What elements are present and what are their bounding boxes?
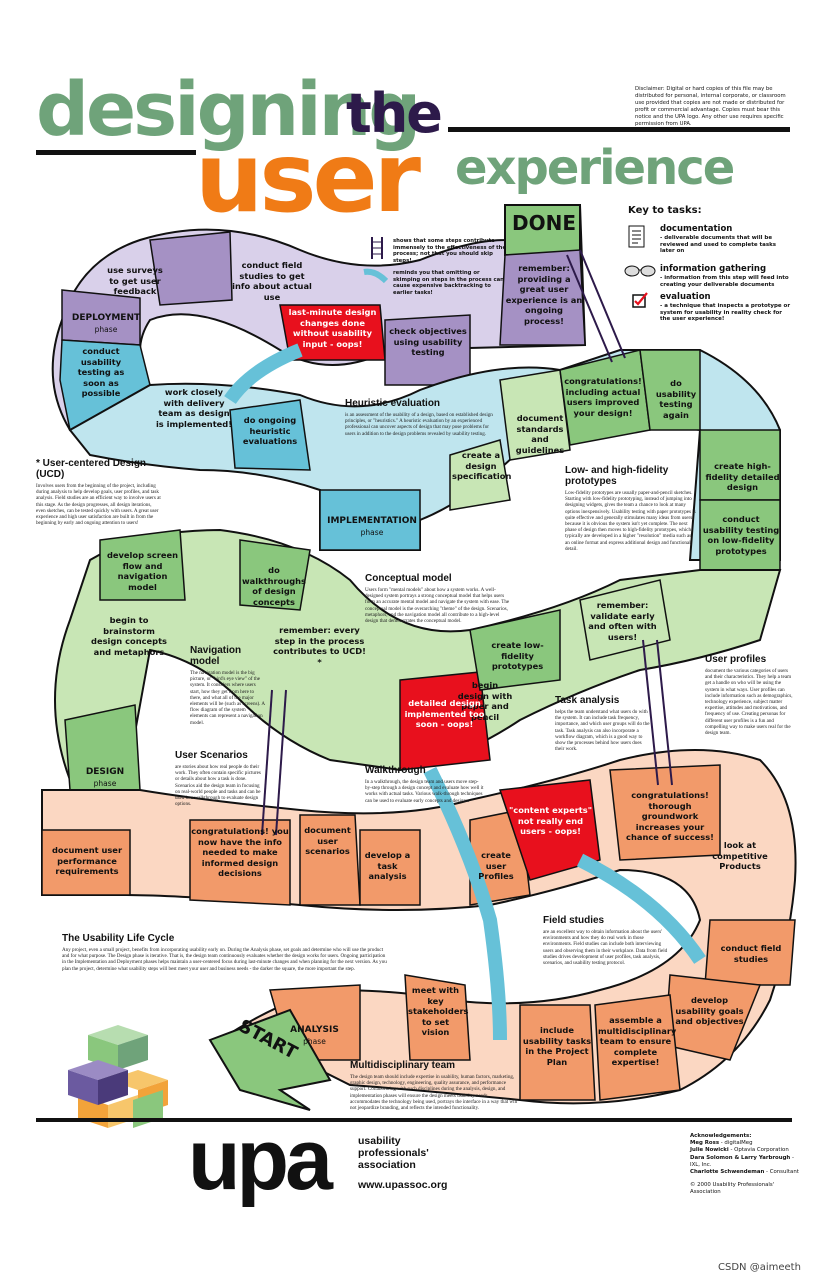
square-usability-testing-soon: conduct usability testing as soon as pos… [77, 346, 125, 398]
square-usability-goals: develop usability goals and objectives [675, 995, 744, 1026]
square-every-step: remember: every step in the process cont… [273, 625, 366, 667]
square-check-objectives: check objectives using usability testing [389, 326, 467, 357]
square-heuristic-evaluations: do ongoing heuristic evaluations [242, 415, 298, 446]
sidebar-conceptual: Conceptual model Users form "mental mode… [365, 573, 510, 625]
done-square: DONE [511, 211, 576, 235]
legend-slide-text: reminds you that omitting or skimping on… [393, 270, 504, 296]
sidebar-heuristic: Heuristic evaluation is an assessment of… [345, 398, 493, 437]
slide-icon [362, 268, 389, 284]
footer-rule [36, 1118, 792, 1122]
document-icon [627, 225, 647, 249]
sidebar-scenarios: User Scenarios are stories about how rea… [175, 750, 261, 808]
org-url[interactable]: www.upassoc.org [358, 1179, 448, 1191]
sidebar-task: Task analysis helps the team understand … [555, 695, 650, 753]
square-performance-reqs: document user performance requirements [51, 845, 123, 876]
square-design-spec: create a design specification [452, 450, 512, 481]
square-congrats-actual-users: congratulations! including actual users … [564, 376, 642, 418]
key-documentation-label: documentation [660, 224, 733, 234]
key-evaluation-label: evaluation [660, 292, 711, 302]
square-project-plan: include usability tasks in the Project P… [522, 1025, 592, 1067]
legend-ladder-text: shows that some steps contribute immense… [393, 238, 507, 264]
square-user-scenarios: document user scenarios [304, 825, 351, 856]
title-rule-left [36, 150, 196, 155]
disclaimer: Disclaimer: Digital or hard copies of th… [635, 86, 786, 127]
watermark: CSDN @aimeeth [718, 1262, 801, 1273]
square-ongoing-process: remember: providing a great user experie… [505, 263, 583, 326]
key-title: Key to tasks: [628, 205, 702, 216]
title-designing: designing [36, 67, 421, 153]
square-screen-flow: develop screen flow and navigation model [106, 550, 179, 592]
key-info-label: information gathering [660, 264, 767, 274]
square-paper-pencil: begin design with paper and pencil [457, 680, 513, 722]
sidebar-ucd: * User-centered Design (UCD) Involves us… [36, 458, 161, 527]
sidebar-profiles: User profiles document the various categ… [705, 654, 793, 737]
square-last-minute-changes: last-minute design changes done without … [288, 307, 377, 349]
key-evaluation-desc: - a technique that inspects a prototype … [660, 303, 791, 323]
square-brainstorm: begin to brainstorm design concepts and … [91, 615, 167, 657]
key-documentation-desc: - deliverable documents that will be rev… [660, 235, 777, 255]
square-walkthroughs: do walkthroughs of design concepts [242, 565, 306, 607]
upa-logo: upa [188, 1112, 333, 1208]
glasses-icon [624, 262, 656, 278]
sidebar-navigation: Navigation model The navigation model is… [190, 645, 265, 726]
square-high-fidelity: create high-fidelity detailed design [705, 461, 780, 492]
square-congrats-groundwork: congratulations! thorough groundwork inc… [626, 790, 714, 842]
square-delivery-team: work closely with delivery team as desig… [155, 387, 233, 429]
sidebar-multidisciplinary: Multidisciplinary team The design team s… [350, 1060, 518, 1112]
checkbox-icon [632, 292, 648, 308]
square-validate-early: remember: validate early and often with … [588, 600, 657, 642]
sidebar-walkthrough: Walkthrough In a walkthrough, the design… [365, 765, 484, 804]
key-info-desc: - information from this step will feed i… [660, 275, 789, 288]
square-surveys: use surveys to get user feedback [107, 265, 163, 296]
square-field-studies-use: conduct field studies to get info about … [232, 260, 312, 302]
square-content-experts: "content experts" not really end users -… [508, 805, 593, 836]
ladder-icon [368, 237, 386, 259]
square-user-profiles: create user Profiles [478, 850, 514, 881]
sidebar-lifecycle: The Usability Life Cycle Any project, ev… [62, 933, 387, 972]
title-the: the [346, 82, 443, 145]
sidebar-field: Field studies are an excellent way to ob… [543, 915, 668, 967]
acknowledgements: Acknowledgements: Meg Ross - digitalMeg … [690, 1133, 799, 1196]
square-stakeholders: meet with key stakeholders to set vision [408, 985, 469, 1037]
cube-logo [58, 1010, 178, 1128]
square-low-fi-prototypes: create low-fidelity prototypes [491, 640, 544, 671]
sidebar-prototypes: Low- and high-fidelity prototypes Low-fi… [565, 465, 696, 552]
org-name: usability professionals' association www… [358, 1135, 448, 1191]
square-congrats-info: congratulations! you now have the info n… [191, 826, 289, 878]
title-user: user [195, 122, 421, 234]
square-field-studies: conduct field studies [720, 943, 782, 964]
square-implemented-too-soon: detailed design implemented too soon - o… [404, 698, 485, 729]
square-multidisciplinary: assemble a multidisciplinary team to ens… [598, 1015, 677, 1067]
square-competitive: look at competitive Products [712, 840, 768, 871]
square-usability-again: do usability testing again [655, 378, 697, 420]
square-low-fi-testing: conduct usability testing on low-fidelit… [702, 514, 780, 556]
title-experience: experience [455, 140, 735, 196]
square-standards: document standards and guidelines [515, 413, 565, 455]
square-task-analysis: develop a task analysis [364, 850, 411, 881]
title-rule-right [448, 127, 790, 132]
